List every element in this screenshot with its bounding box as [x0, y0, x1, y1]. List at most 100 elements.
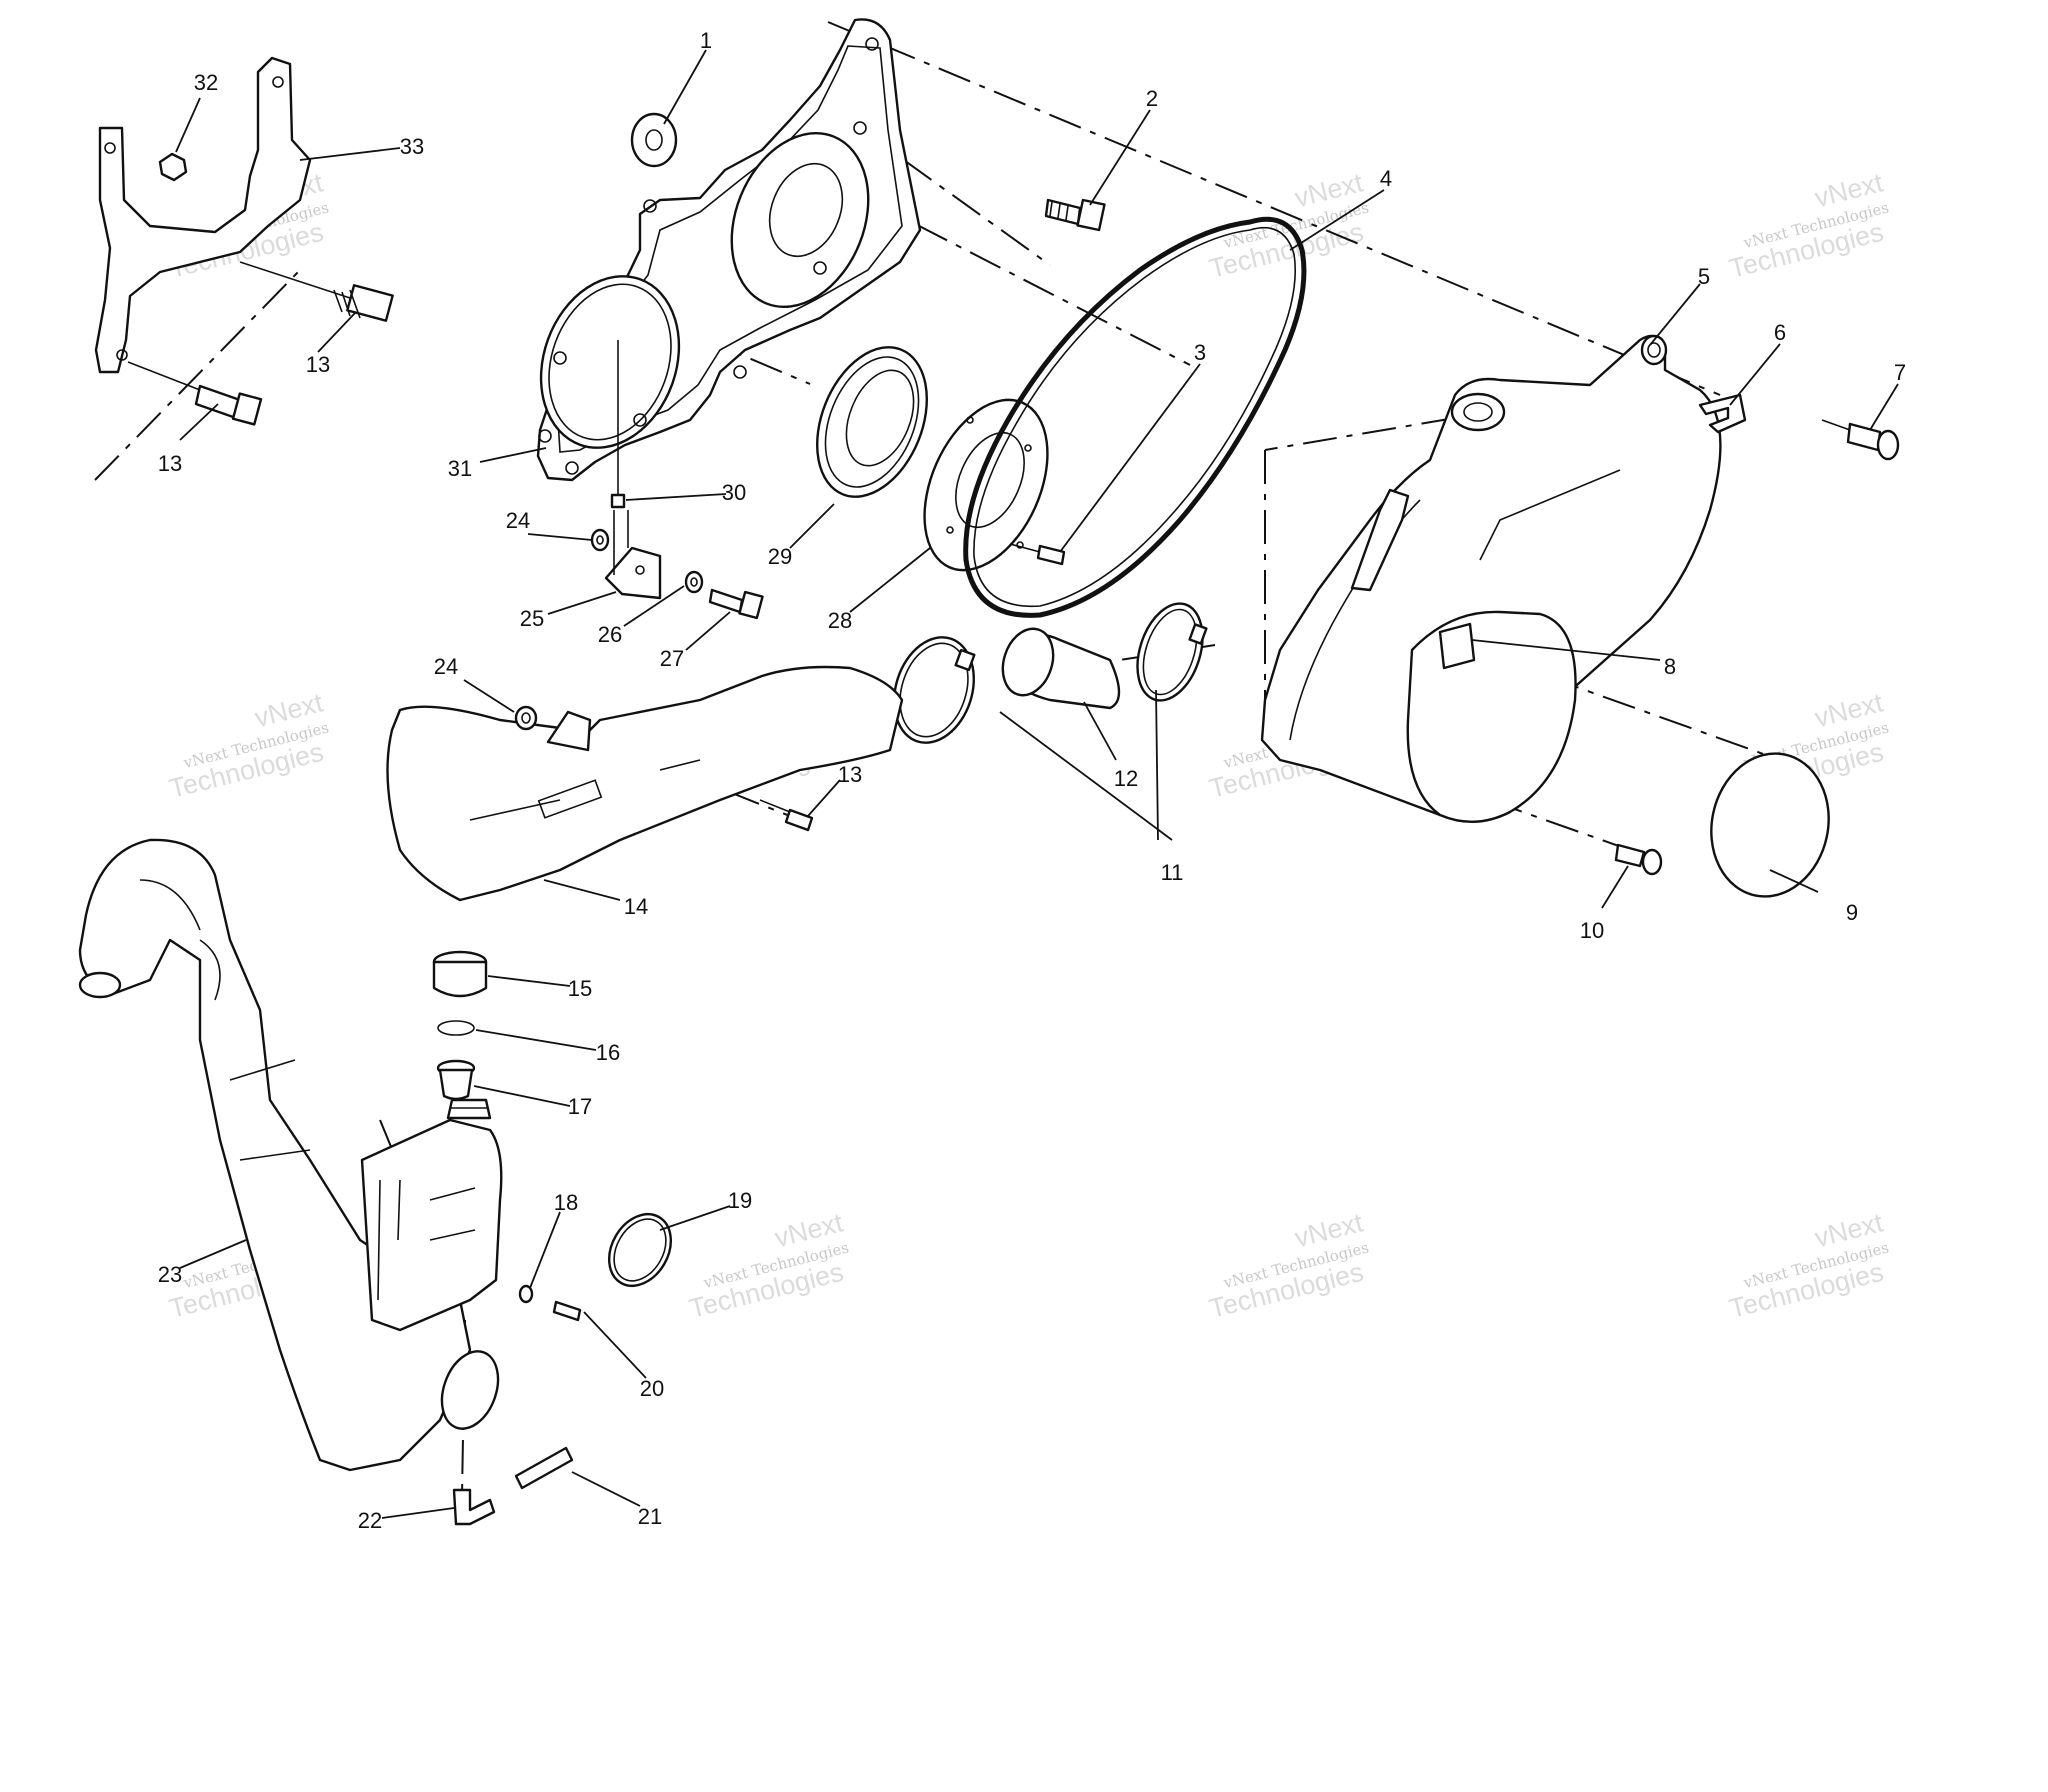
- callout-leader-line: [659, 1205, 731, 1231]
- callout-leader-line: [1289, 189, 1385, 251]
- callout-21: 21: [571, 1471, 662, 1529]
- callout-number: 14: [624, 894, 648, 919]
- sleeve-part-12: [1001, 627, 1121, 710]
- callout-7: 7: [1869, 360, 1906, 431]
- washer-part-24-upper: [590, 528, 610, 552]
- callout-number: 28: [828, 608, 852, 633]
- cover-housing-part-8: [1406, 610, 1577, 824]
- callout-number: 2: [1146, 86, 1158, 111]
- callout-28: 28: [828, 547, 931, 633]
- callout-16: 16: [475, 1029, 620, 1065]
- callout-12: 12: [1083, 701, 1138, 791]
- oring-part-16: [437, 1020, 475, 1036]
- callout-31: 31: [448, 447, 547, 481]
- callout-leader-line: [479, 447, 547, 463]
- callout-leader-line: [179, 1239, 247, 1269]
- washer-part-26: [684, 570, 704, 594]
- clip-part-6: [1698, 393, 1747, 434]
- callout-number: 18: [554, 1190, 578, 1215]
- callout-number: 9: [1846, 900, 1858, 925]
- callout-number: 22: [358, 1508, 382, 1533]
- callout-number: 19: [728, 1188, 752, 1213]
- callout-leader-line: [487, 975, 571, 987]
- callout-leader-line: [807, 779, 841, 817]
- callout-leader-line: [299, 147, 401, 161]
- callout-number: 30: [722, 480, 746, 505]
- callout-11: 11: [999, 689, 1184, 885]
- reservoir-tank-part-23b: [360, 1098, 503, 1332]
- callout-number: 33: [400, 134, 424, 159]
- callout-leader-line: [623, 585, 685, 627]
- callout-number: 4: [1380, 166, 1392, 191]
- callout-2: 2: [1089, 86, 1158, 206]
- callout-17: 17: [473, 1085, 592, 1119]
- clamp-part-11-right: [1136, 602, 1208, 702]
- callout-23: 23: [158, 1239, 247, 1287]
- callout-9: 9: [1769, 869, 1858, 925]
- callout-number: 16: [596, 1040, 620, 1065]
- callout-leader-line: [583, 1311, 647, 1379]
- screw-part-20: [552, 1300, 582, 1322]
- callout-1: 1: [663, 28, 712, 125]
- inner-cover-plate-part-31: [536, 18, 922, 482]
- clamp-part-19: [607, 1213, 673, 1287]
- callout-18: 18: [529, 1190, 578, 1289]
- callout-number: 3: [1194, 340, 1206, 365]
- callout-leader-line: [571, 1471, 641, 1507]
- callout-leader-line: [789, 503, 835, 549]
- callout-33: 33: [299, 134, 424, 161]
- callout-13: 13: [158, 403, 219, 476]
- callout-number: 31: [448, 456, 472, 481]
- bracket-part-33: [94, 56, 312, 374]
- callout-30: 30: [625, 480, 746, 505]
- callout-leader-line: [1155, 689, 1159, 841]
- callout-22: 22: [358, 1507, 455, 1533]
- callout-leader-line: [179, 403, 219, 441]
- callout-leader-line: [1471, 639, 1661, 661]
- callout-26: 26: [598, 585, 685, 647]
- clamp-part-11-left: [892, 636, 976, 744]
- callout-29: 29: [768, 503, 835, 569]
- callout-27: 27: [660, 611, 731, 671]
- duct-part-14: [386, 665, 904, 902]
- callout-number: 26: [598, 622, 622, 647]
- screw-part-10: [1614, 843, 1663, 876]
- callout-5: 5: [1649, 264, 1710, 346]
- callout-number: 17: [568, 1094, 592, 1119]
- outer-cover-part-5: [1260, 334, 1722, 817]
- washer-part-24-lower: [514, 705, 538, 731]
- callout-25: 25: [520, 591, 617, 631]
- screw-part-3: [1009, 543, 1066, 566]
- callout-leader-line: [999, 711, 1173, 841]
- callout-number: 13: [158, 451, 182, 476]
- callout-3: 3: [1059, 340, 1206, 553]
- callout-leader-line: [1059, 363, 1201, 553]
- callout-leader-line: [317, 311, 357, 353]
- callout-number: 21: [638, 1504, 662, 1529]
- callout-24: 24: [434, 654, 515, 713]
- callout-15: 15: [487, 975, 592, 1001]
- callout-14: 14: [543, 879, 648, 919]
- callout-leader-line: [543, 879, 621, 901]
- callout-number: 15: [568, 976, 592, 1001]
- bolt-part-27: [708, 588, 764, 620]
- bolt-part-2: [1044, 198, 1106, 232]
- callout-leader-line: [1089, 109, 1151, 206]
- washer-part-1: [630, 112, 678, 168]
- plate-part-28: [923, 398, 1049, 572]
- callout-number: 11: [1161, 860, 1184, 885]
- callout-leader-line: [849, 547, 931, 613]
- callout-leader-line: [475, 1029, 597, 1051]
- callout-19: 19: [659, 1188, 752, 1231]
- callout-leader-line: [1601, 865, 1629, 909]
- callout-10: 10: [1580, 865, 1629, 943]
- bracket-part-25: [604, 510, 662, 600]
- callout-leader-line: [527, 533, 593, 541]
- callout-leader-line: [1869, 383, 1899, 431]
- callout-24: 24: [506, 508, 593, 541]
